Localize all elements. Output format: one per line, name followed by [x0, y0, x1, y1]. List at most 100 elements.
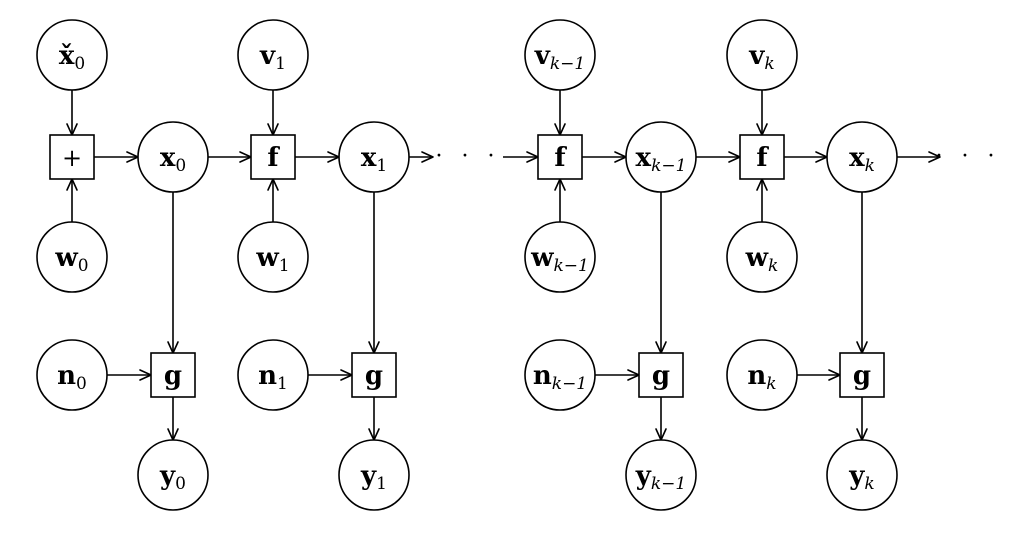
node-y1-label-sub: 1 [376, 474, 387, 494]
node-xk-label: xk [849, 143, 875, 176]
node-plus-box [49, 134, 95, 180]
node-y1-label-main: y [360, 461, 377, 491]
node-vk-label: vk [748, 41, 774, 74]
node-n1-label-main: n [258, 361, 277, 391]
node-gk1: g [638, 352, 684, 398]
node-vk-label-main: v [748, 41, 765, 71]
node-y1-circle [338, 439, 410, 511]
node-vk1: vk−1 [524, 19, 596, 91]
node-v1-label-sub: 1 [275, 54, 286, 74]
edge-xk-to-gk [856, 192, 868, 354]
node-n1-label: n1 [258, 361, 288, 394]
edge-g1-to-y1 [368, 397, 380, 441]
edge-plus-to-x0 [94, 151, 139, 163]
node-plus: + [49, 134, 95, 180]
node-vk-circle [726, 19, 798, 91]
node-vk1-label-sub: k−1 [550, 54, 585, 74]
node-gk-label: g [853, 361, 871, 391]
node-xk: xk [826, 121, 898, 193]
edge-nk-to-gk [797, 369, 841, 381]
node-wk1-label-main: w [530, 243, 554, 273]
node-xk-circle [826, 121, 898, 193]
node-nk1-label-main: n [533, 361, 552, 391]
node-f1: f [250, 134, 296, 180]
node-xk-label-sub: k [865, 156, 875, 176]
node-g0-label-main: g [164, 361, 182, 391]
edge-v1-to-f1 [267, 90, 279, 136]
node-fk-label: f [756, 143, 769, 173]
node-xk1-label-main: x [636, 143, 652, 173]
node-yk-label-main: y [848, 461, 865, 491]
node-w0-label-sub: 0 [78, 256, 89, 276]
node-n1-circle [237, 339, 309, 411]
node-f1-label-main: f [267, 143, 280, 173]
node-x0-label: x0 [160, 143, 186, 176]
node-nk1: nk−1 [524, 339, 596, 411]
node-w1-label-sub: 1 [279, 256, 290, 276]
node-w1-circle [237, 221, 309, 293]
edge-wk-to-fk [756, 178, 768, 222]
node-wk1-circle [524, 221, 596, 293]
edge-nk1-to-gk1 [595, 369, 640, 381]
node-wk-label-sub: k [768, 256, 778, 276]
node-x1-label-sub: 1 [376, 156, 387, 176]
edge-xk-to-ellipsis_end-arrowhead [928, 151, 941, 163]
node-g1-label: g [365, 361, 383, 391]
node-x0-circle [137, 121, 209, 193]
node-x1-label-main: x [361, 143, 377, 173]
edge-xk1-to-fk [696, 151, 741, 163]
node-y1: y1 [338, 439, 410, 511]
node-x1: x1 [338, 121, 410, 193]
node-g1: g [351, 352, 397, 398]
node-xk1: xk−1 [625, 121, 697, 193]
node-y0-label: y0 [159, 461, 186, 494]
node-xk-label-main: x [849, 143, 865, 173]
node-x0-label-sub: 0 [175, 156, 186, 176]
edge-n0-to-g0 [107, 369, 152, 381]
edge-gk-to-yk [856, 397, 868, 441]
node-x0_hat-label: x̌0 [59, 41, 85, 74]
edge-vk1-to-fk1 [554, 90, 566, 136]
node-g0-label: g [164, 361, 182, 391]
node-fk1-box [537, 134, 583, 180]
node-w1: w1 [237, 221, 309, 293]
edge-gk1-to-yk1 [655, 397, 667, 441]
edge-layer [66, 90, 941, 441]
node-wk-circle [726, 221, 798, 293]
node-wk1: wk−1 [524, 221, 596, 293]
node-vk-label-sub: k [764, 54, 774, 74]
node-gk1-label-main: g [652, 361, 670, 391]
edge-w0-to-plus [66, 178, 78, 222]
ellipsis-ellipsis_mid: · · · [436, 144, 501, 169]
node-yk-label: yk [848, 461, 874, 494]
node-yk1-circle [625, 439, 697, 511]
node-y0-label-main: y [159, 461, 176, 491]
node-w0-circle [36, 221, 108, 293]
node-yk1-label-main: y [635, 461, 652, 491]
edge-x1-to-ellipsis_mid-arrowhead [421, 151, 434, 163]
node-vk1-circle [524, 19, 596, 91]
node-n0-label-main: n [57, 361, 76, 391]
node-w0-label-main: w [54, 243, 78, 273]
node-g0: g [150, 352, 196, 398]
node-x1-circle [338, 121, 410, 193]
node-w1-label: w1 [255, 243, 289, 276]
node-y0-label-sub: 0 [175, 474, 186, 494]
edge-n1-to-g1 [308, 369, 353, 381]
edge-x1-to-g1 [368, 192, 380, 354]
node-gk: g [839, 352, 885, 398]
node-g1-label-main: g [365, 361, 383, 391]
node-nk-label-sub: k [766, 374, 776, 394]
node-x0_hat-circle [36, 19, 108, 91]
node-yk-label-sub: k [864, 474, 874, 494]
edge-ellipsis_mid-to-fk1 [503, 151, 539, 163]
edge-xk-to-ellipsis_end [897, 151, 941, 163]
node-fk-label-main: f [756, 143, 769, 173]
node-x0: x0 [137, 121, 209, 193]
node-nk1-label-sub: k−1 [552, 374, 587, 394]
node-xk1-label: xk−1 [636, 143, 687, 176]
node-n0-label: n0 [57, 361, 87, 394]
node-f1-label: f [267, 143, 280, 173]
